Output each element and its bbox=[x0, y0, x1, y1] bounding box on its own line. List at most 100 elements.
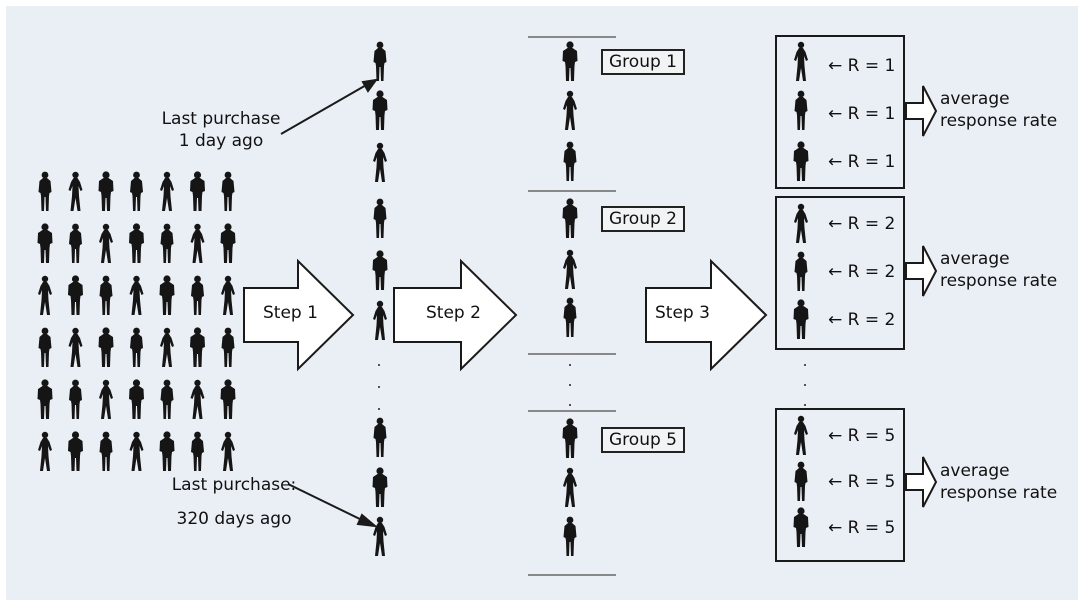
person-icon bbox=[68, 431, 83, 471]
person-icon bbox=[68, 171, 83, 211]
person-icon bbox=[129, 223, 144, 263]
group2-response-box bbox=[775, 196, 905, 350]
ellipsis-dot bbox=[569, 404, 571, 406]
person-icon bbox=[373, 300, 387, 340]
person-icon bbox=[221, 171, 235, 211]
average-label-1b: response rate bbox=[940, 111, 1058, 131]
average-label-3b: response rate bbox=[940, 483, 1058, 503]
average-arrow-3 bbox=[905, 456, 938, 508]
first-purchase-label-1: Last purchase bbox=[161, 109, 281, 129]
group5-label: Group 5 bbox=[601, 427, 685, 453]
person-icon bbox=[37, 379, 53, 419]
person-icon bbox=[562, 198, 578, 238]
person-icon bbox=[794, 203, 808, 243]
response-label: ← R = 1 bbox=[828, 152, 896, 172]
group1-response-box bbox=[775, 35, 905, 189]
person-icon bbox=[69, 379, 82, 419]
person-icon bbox=[69, 223, 82, 263]
person-icon bbox=[190, 223, 205, 263]
person-icon bbox=[159, 431, 175, 471]
person-icon bbox=[37, 223, 53, 263]
average-arrow-2 bbox=[905, 245, 938, 297]
group5-response-box bbox=[775, 408, 905, 562]
ellipsis-dot bbox=[569, 364, 571, 366]
person-icon bbox=[794, 415, 808, 455]
first-purchase-label-2: 1 day ago bbox=[178, 131, 264, 151]
person-icon bbox=[372, 250, 388, 290]
response-label: ← R = 2 bbox=[828, 262, 896, 282]
person-icon bbox=[221, 275, 235, 315]
person-icon bbox=[794, 251, 808, 291]
person-icon bbox=[38, 431, 52, 471]
average-label-1a: average bbox=[940, 89, 1010, 109]
diagram-panel: Last purchase 1 day ago Last purchase: 3… bbox=[6, 6, 1078, 600]
ellipsis-dot bbox=[804, 384, 806, 386]
ellipsis-dot bbox=[378, 364, 380, 366]
step1-arrow bbox=[243, 258, 355, 372]
ellipsis-dot bbox=[804, 404, 806, 406]
person-icon bbox=[373, 198, 387, 238]
person-icon bbox=[563, 141, 577, 181]
ellipsis-dot bbox=[378, 408, 380, 410]
person-icon bbox=[190, 379, 205, 419]
step2-arrow bbox=[393, 258, 518, 372]
annotation-pointers bbox=[280, 78, 379, 528]
response-label: ← R = 2 bbox=[828, 214, 896, 234]
person-icon bbox=[220, 223, 236, 263]
group1-label: Group 1 bbox=[601, 49, 685, 75]
person-icon bbox=[793, 299, 809, 339]
customer-crowd bbox=[37, 171, 236, 471]
step1-label: Step 1 bbox=[263, 303, 318, 323]
ellipsis-dot bbox=[804, 364, 806, 366]
person-icon bbox=[38, 327, 52, 367]
person-icon bbox=[160, 327, 174, 367]
person-icon bbox=[99, 275, 113, 315]
person-icon bbox=[98, 327, 114, 367]
person-icon bbox=[99, 431, 113, 471]
person-icon bbox=[562, 418, 578, 458]
step2-label: Step 2 bbox=[426, 303, 481, 323]
average-label-2a: average bbox=[940, 249, 1010, 269]
diagram-canvas bbox=[37, 35, 938, 576]
person-icon bbox=[99, 223, 113, 263]
person-icon bbox=[129, 275, 144, 315]
response-label: ← R = 2 bbox=[828, 310, 896, 330]
response-label: ← R = 5 bbox=[828, 426, 896, 446]
person-icon bbox=[220, 379, 236, 419]
person-icon bbox=[221, 327, 235, 367]
person-icon bbox=[794, 90, 808, 130]
responding-customers bbox=[793, 41, 809, 547]
person-icon bbox=[221, 431, 235, 471]
person-icon bbox=[563, 297, 577, 337]
step3-arrow bbox=[645, 258, 768, 372]
average-arrows bbox=[905, 85, 938, 508]
group-separators bbox=[528, 36, 616, 576]
person-icon bbox=[562, 41, 578, 81]
person-icon bbox=[373, 516, 387, 556]
average-label-2b: response rate bbox=[940, 271, 1058, 291]
response-label: ← R = 1 bbox=[828, 104, 896, 124]
person-icon bbox=[191, 431, 204, 471]
person-icon bbox=[191, 275, 204, 315]
person-icon bbox=[373, 41, 387, 81]
person-icon bbox=[38, 275, 52, 315]
person-icon bbox=[563, 90, 577, 130]
person-icon bbox=[563, 516, 577, 556]
grouped-customers bbox=[562, 41, 578, 556]
response-label: ← R = 5 bbox=[828, 472, 896, 492]
person-icon bbox=[38, 171, 52, 211]
group2-label: Group 2 bbox=[601, 206, 685, 232]
person-icon bbox=[160, 223, 174, 263]
person-icon bbox=[160, 379, 174, 419]
average-arrow-1 bbox=[905, 85, 938, 137]
last-purchase-label-2: 320 days ago bbox=[176, 509, 292, 529]
step-arrows bbox=[243, 258, 768, 372]
person-icon bbox=[563, 249, 577, 289]
person-icon bbox=[373, 142, 387, 182]
response-boxes bbox=[775, 35, 905, 562]
person-icon bbox=[190, 327, 205, 367]
person-icon bbox=[68, 275, 83, 315]
step3-label: Step 3 bbox=[655, 303, 710, 323]
person-icon bbox=[190, 171, 205, 211]
response-label: ← R = 1 bbox=[828, 56, 896, 76]
